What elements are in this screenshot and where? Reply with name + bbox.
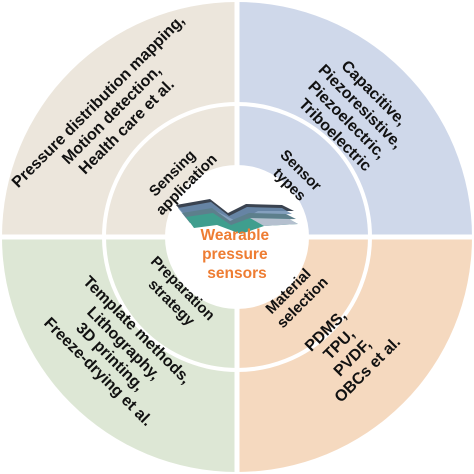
sensor-types-sector: [237, 2, 472, 237]
center-line-2: pressure: [202, 246, 268, 263]
layered-film-sensor-icon: [176, 199, 298, 234]
material-selection-sector: [237, 237, 472, 472]
center-line-3: sensors: [207, 265, 266, 282]
sensing-application-sector: [2, 2, 237, 237]
center-title: Wearable pressure sensors: [201, 227, 274, 282]
middle-ring-border: [102, 102, 372, 372]
center-line-1: Wearable: [201, 227, 270, 244]
preparation-strategy-sector: [2, 237, 237, 472]
